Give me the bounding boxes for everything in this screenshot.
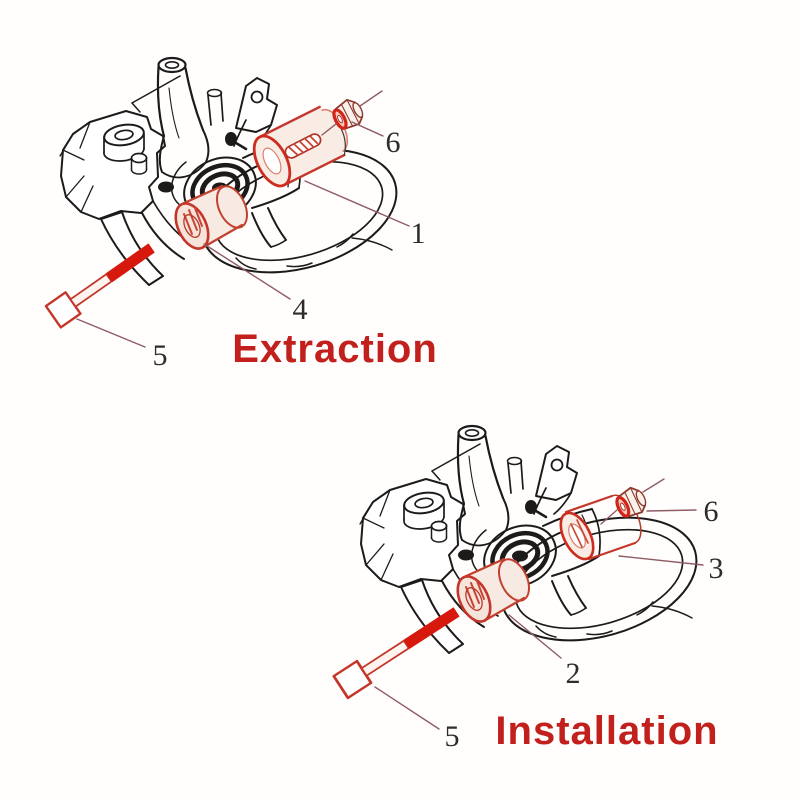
sleeve-slot — [284, 133, 322, 159]
callout-5: 5 — [153, 339, 168, 372]
callout-5: 5 — [445, 720, 460, 753]
installer-sleeve — [559, 494, 642, 561]
leader-line-bolt — [76, 318, 146, 348]
callout-6: 6 — [386, 126, 401, 159]
extractor-sleeve — [252, 105, 349, 188]
axis-line — [600, 509, 618, 525]
pilot-bushing — [167, 180, 255, 255]
leader-line-bolt — [374, 686, 440, 730]
axis-line — [359, 90, 383, 107]
callout-1: 1 — [411, 217, 426, 250]
extraction-title: Extraction — [232, 327, 438, 371]
steering-knuckle-art — [60, 58, 411, 293]
leader-line-sleeve — [304, 180, 410, 227]
leader-line-shield — [618, 555, 704, 566]
leader-line-bushing — [508, 614, 562, 659]
callout-2: 2 — [566, 657, 581, 690]
pilot-bushing — [449, 553, 537, 628]
leader-line-nut — [646, 509, 697, 512]
leader-line-nut — [351, 121, 384, 137]
installation-title: Installation — [495, 709, 718, 753]
callout-3: 3 — [709, 552, 724, 585]
callout-4: 4 — [293, 293, 308, 326]
extraction-diagram: 6 1 4 5 Extraction — [44, 58, 438, 372]
callout-6: 6 — [704, 495, 719, 528]
axis-line — [321, 123, 337, 136]
puller-bolt — [44, 236, 161, 329]
hub-nut — [611, 482, 652, 523]
leader-line-bushing — [203, 243, 291, 300]
axis-line — [642, 478, 665, 493]
installation-diagram: 6 3 2 5 Installation — [332, 426, 724, 753]
steering-knuckle-art — [360, 426, 711, 661]
